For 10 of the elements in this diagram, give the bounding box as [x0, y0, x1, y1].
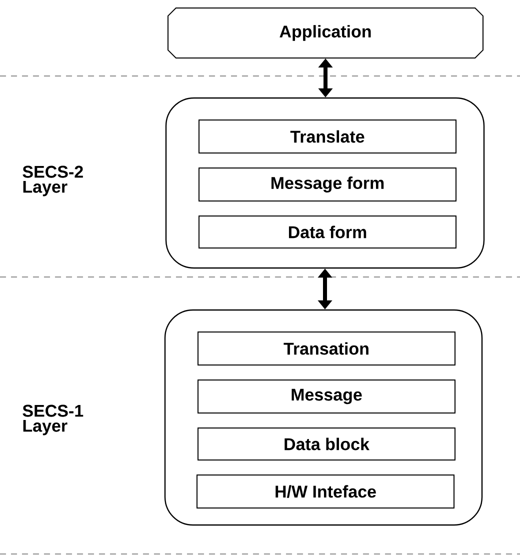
application-box: Application: [168, 8, 484, 58]
process-box: H/W Inteface: [196, 474, 454, 508]
layer-label: SECS-1 Layer: [22, 404, 84, 436]
layer-label: SECS-2 Layer: [22, 166, 83, 196]
process-box: Data form: [198, 216, 456, 248]
process-box: Transation: [198, 332, 456, 366]
process-box: Message form: [198, 168, 456, 202]
process-box: Translate: [198, 120, 456, 154]
process-box: Message: [198, 380, 456, 414]
process-box: Data block: [198, 428, 456, 460]
